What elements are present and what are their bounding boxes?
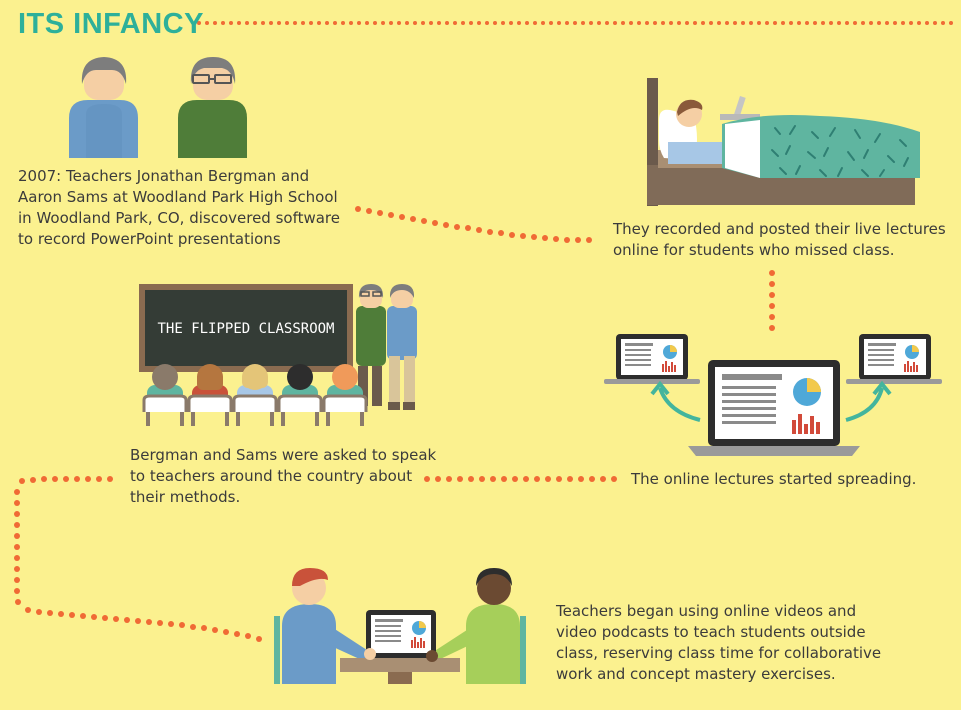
caption-lectures-spreading: The online lectures started spreading. xyxy=(631,469,916,490)
caption-recorded-lectures: They recorded and posted their live lect… xyxy=(613,219,946,261)
caption-line: in Woodland Park, CO, discovered softwar… xyxy=(18,209,341,227)
caption-line: their methods. xyxy=(130,488,241,506)
caption-line: video podcasts to teach students outside xyxy=(556,623,866,641)
caption-line: Bergman and Sams were asked to speak xyxy=(130,446,437,464)
caption-line: Aaron Sams at Woodland Park High School xyxy=(18,188,338,206)
caption-line: to teachers around the country about xyxy=(130,467,413,485)
caption-line: to record PowerPoint presentations xyxy=(18,230,281,248)
timeline-connectors xyxy=(14,206,775,642)
caption-line: The online lectures started spreading. xyxy=(631,470,917,488)
caption-line: Teachers began using online videos and xyxy=(556,602,857,620)
caption-speaking-tour: Bergman and Sams were asked to speak to … xyxy=(130,445,436,508)
title-dotted-rule xyxy=(197,21,953,25)
caption-line: They recorded and posted their live lect… xyxy=(613,220,946,238)
caption-line: work and concept mastery exercises. xyxy=(556,665,836,683)
page-title: ITS INFANCY xyxy=(18,8,204,40)
caption-line: 2007: Teachers Jonathan Bergman and xyxy=(18,167,310,185)
caption-teachers-began: Teachers began using online videos and v… xyxy=(556,601,881,685)
bed-laptop-icon xyxy=(647,78,920,206)
chalkboard-classroom-icon xyxy=(139,284,417,426)
laptops-spreading-icon xyxy=(604,334,942,456)
caption-line: class, reserving class time for collabor… xyxy=(556,644,882,662)
caption-2007-discovery: 2007: Teachers Jonathan Bergman and Aaro… xyxy=(18,166,340,250)
teacher-blue-icon xyxy=(69,57,138,158)
caption-line: online for students who missed class. xyxy=(613,241,895,259)
teacher-green-glasses-icon xyxy=(178,57,247,158)
chalkboard-text: THE FLIPPED CLASSROOM xyxy=(157,321,334,337)
students-tablet-icon xyxy=(274,568,526,684)
